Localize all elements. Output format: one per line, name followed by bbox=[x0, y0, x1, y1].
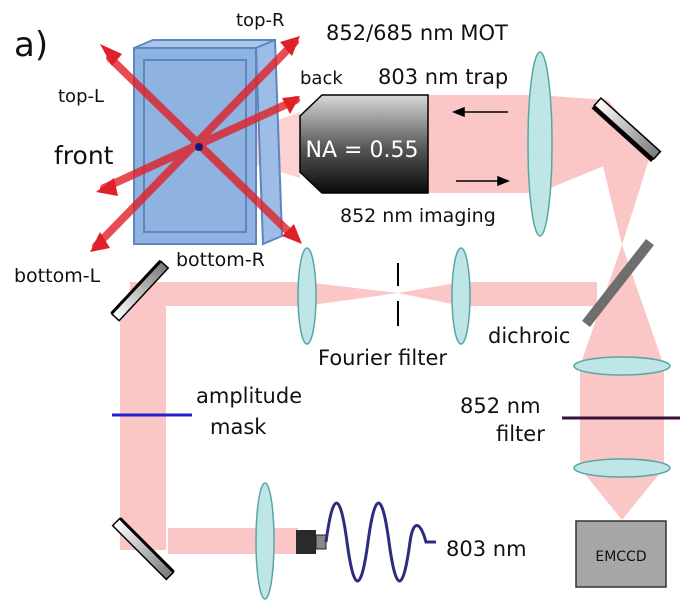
lens-camera-2 bbox=[573, 458, 671, 478]
arrow-bottom-l bbox=[90, 232, 110, 252]
lens-camera-1 bbox=[573, 356, 671, 376]
mirror-top-right bbox=[591, 96, 662, 162]
beam-lower-left-horizontal bbox=[130, 282, 308, 306]
label-top-r: top-R bbox=[236, 10, 285, 31]
label-dichroic: dichroic bbox=[488, 324, 570, 348]
arrow-top-l bbox=[100, 44, 122, 66]
label-bottom-r: bottom-R bbox=[176, 249, 265, 271]
fiber bbox=[296, 501, 436, 583]
beam-to-dichroic bbox=[462, 282, 597, 306]
label-fourier-filter: Fourier filter bbox=[318, 346, 447, 370]
label-filter-word: filter bbox=[496, 422, 545, 446]
objective-na-label: NA = 0.55 bbox=[306, 138, 419, 163]
objective: NA = 0.55 bbox=[299, 94, 429, 194]
fiber-connector bbox=[296, 530, 316, 554]
beam-fiber-horizontal bbox=[168, 528, 298, 554]
label-trap: 803 nm trap bbox=[378, 65, 508, 89]
label-filter-852: 852 nm bbox=[460, 394, 541, 418]
dichroic-mirror bbox=[582, 238, 654, 328]
label-front: front bbox=[54, 141, 114, 170]
lens-fourier-2 bbox=[451, 247, 471, 345]
label-mot: 852/685 nm MOT bbox=[326, 21, 508, 45]
arrow-front bbox=[96, 178, 118, 196]
labels: a) top-R 852/685 nm MOT top-L back 803 n… bbox=[14, 10, 570, 561]
label-bottom-l: bottom-L bbox=[14, 265, 101, 287]
camera-label: EMCCD bbox=[595, 549, 646, 565]
arrow-top-r bbox=[280, 36, 300, 56]
label-fiber-803: 803 nm bbox=[446, 537, 527, 561]
beam-objective-lens bbox=[428, 95, 538, 193]
beam-diverge bbox=[580, 245, 664, 366]
label-top-l: top-L bbox=[58, 86, 104, 107]
beam-focus-out bbox=[398, 282, 462, 306]
lens-fiber bbox=[255, 482, 275, 600]
arrow-bottom-r bbox=[282, 224, 302, 244]
mirrors bbox=[110, 96, 662, 581]
mot-arrowheads bbox=[90, 36, 302, 252]
direction-arrows bbox=[451, 106, 511, 187]
mirror-upper-left bbox=[110, 259, 170, 322]
beam-focus-in bbox=[305, 282, 398, 306]
fiber-coil bbox=[324, 501, 436, 583]
label-back: back bbox=[300, 68, 343, 89]
beam-left-vertical bbox=[120, 300, 166, 550]
beam-converge-down bbox=[592, 120, 652, 245]
lens-fourier-1 bbox=[297, 247, 317, 345]
lens-big bbox=[527, 51, 553, 237]
label-mask: mask bbox=[210, 415, 267, 439]
lenses bbox=[255, 51, 671, 600]
beam-to-camera bbox=[580, 468, 664, 520]
label-imaging: 852 nm imaging bbox=[340, 205, 496, 227]
mirror-lower-left bbox=[111, 517, 175, 581]
panel-label: a) bbox=[14, 25, 48, 65]
emccd-camera: EMCCD bbox=[575, 520, 667, 588]
atom-cloud bbox=[195, 143, 203, 151]
arrow-back bbox=[282, 96, 300, 114]
label-amplitude: amplitude bbox=[196, 384, 302, 408]
